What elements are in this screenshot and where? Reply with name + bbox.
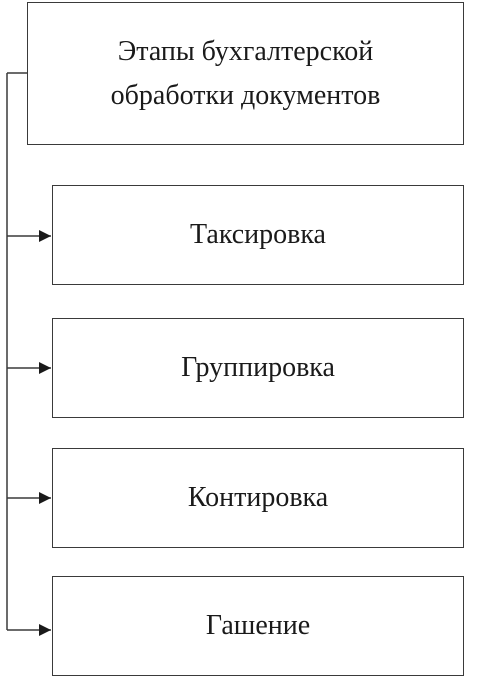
title-line-1: Этапы бухгалтерской (117, 35, 374, 67)
stage-label: Контировка (187, 482, 329, 513)
stage-label: Таксировка (190, 219, 326, 250)
stage-label: Гашение (205, 610, 311, 641)
stage-box-taxation: Таксировка (52, 185, 464, 285)
title-line-2: обработки документов (110, 79, 381, 111)
stage-box-account-assignment: Контировка (52, 448, 464, 548)
stage-box-cancellation: Гашение (52, 576, 464, 676)
stage-label: Группировка (181, 352, 335, 383)
stage-box-grouping: Группировка (52, 318, 464, 418)
title-box: Этапы бухгалтерской обработки документов (27, 2, 464, 145)
